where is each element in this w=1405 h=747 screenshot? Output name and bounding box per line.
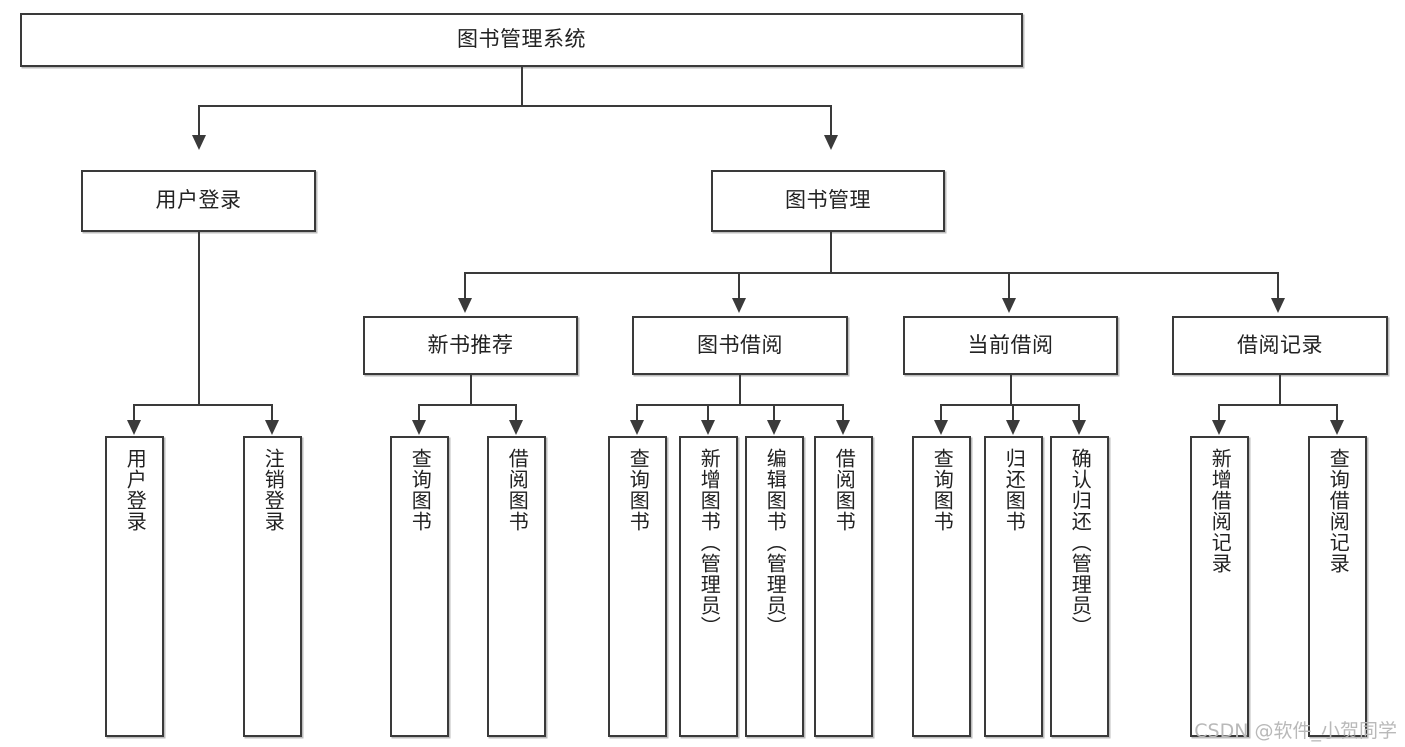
connector-bookborrow-drop-2 <box>707 404 709 422</box>
leaf-label: 查询图书 <box>408 448 433 532</box>
node-book-management-label: 图书管理 <box>785 188 871 213</box>
leaf-node-query-book-current[interactable]: 查询图书 <box>912 436 971 737</box>
node-root[interactable]: 图书管理系统 <box>20 13 1023 67</box>
connector-userlogin-bus <box>133 404 272 406</box>
node-user-login[interactable]: 用户登录 <box>81 170 316 232</box>
connector-userlogin-drop-1 <box>133 404 135 422</box>
leaf-node-query-borrow-record[interactable]: 查询借阅记录 <box>1308 436 1367 737</box>
arrow-borrowrecord-leaf-2 <box>1330 420 1344 435</box>
connector-borrowrecord-stem <box>1279 375 1281 404</box>
arrow-currentborrow-leaf-1 <box>934 420 948 435</box>
node-book-borrow-label: 图书借阅 <box>697 332 783 357</box>
arrow-to-user-login <box>192 135 206 150</box>
arrow-to-borrow-record <box>1271 298 1285 313</box>
connector-root-right-drop <box>830 105 832 135</box>
connector-userlogin-drop-2 <box>271 404 273 422</box>
leaf-node-edit-book-admin[interactable]: 编辑图书（管理员） <box>745 436 804 737</box>
connector-bookmgmt-drop-4 <box>1277 272 1279 300</box>
connector-newbook-drop-2 <box>515 404 517 422</box>
leaf-label: 借阅图书 <box>505 448 530 532</box>
node-root-label: 图书管理系统 <box>457 27 586 52</box>
arrow-currentborrow-leaf-3 <box>1072 420 1086 435</box>
arrow-bookborrow-leaf-1 <box>630 420 644 435</box>
leaf-node-borrow-book[interactable]: 借阅图书 <box>814 436 873 737</box>
arrow-to-book-mgmt <box>824 135 838 150</box>
node-book-borrow[interactable]: 图书借阅 <box>632 316 848 375</box>
leaf-node-query-book-borrow[interactable]: 查询图书 <box>608 436 667 737</box>
arrow-to-leaf-logout <box>265 420 279 435</box>
connector-borrowrecord-bus <box>1218 404 1338 406</box>
arrow-to-book-borrow <box>732 298 746 313</box>
connector-root-left-drop <box>198 105 200 135</box>
leaf-label: 用户登录 <box>123 448 148 532</box>
arrow-bookborrow-leaf-4 <box>836 420 850 435</box>
connector-bookborrow-drop-3 <box>773 404 775 422</box>
leaf-label: 借阅图书 <box>832 448 857 532</box>
leaf-node-add-book-admin[interactable]: 新增图书（管理员） <box>679 436 738 737</box>
leaf-label: 编辑图书（管理员） <box>763 448 788 637</box>
connector-currentborrow-drop-1 <box>940 404 942 422</box>
leaf-node-add-borrow-record[interactable]: 新增借阅记录 <box>1190 436 1249 737</box>
connector-bookborrow-drop-4 <box>842 404 844 422</box>
leaf-label: 新增借阅记录 <box>1208 448 1233 574</box>
arrow-borrowrecord-leaf-1 <box>1212 420 1226 435</box>
arrow-currentborrow-leaf-2 <box>1006 420 1020 435</box>
connector-newbook-bus <box>418 404 517 406</box>
connector-root-bus <box>198 105 832 107</box>
connector-newbook-drop-1 <box>418 404 420 422</box>
node-current-borrow[interactable]: 当前借阅 <box>903 316 1118 375</box>
csdn-watermark: CSDN @软件_小贺同学 <box>1194 720 1397 742</box>
connector-bookborrow-drop-1 <box>636 404 638 422</box>
connector-bookborrow-bus <box>636 404 844 406</box>
connector-borrowrecord-drop-2 <box>1336 404 1338 422</box>
node-new-book-recommend-label: 新书推荐 <box>427 332 514 357</box>
leaf-node-query-book-rec[interactable]: 查询图书 <box>390 436 449 737</box>
arrow-newbook-leaf-1 <box>412 420 426 435</box>
connector-currentborrow-drop-2 <box>1012 404 1014 422</box>
leaf-node-user-login[interactable]: 用户登录 <box>105 436 164 737</box>
connector-userlogin-stem <box>198 232 200 404</box>
connector-currentborrow-drop-3 <box>1078 404 1080 422</box>
node-borrow-record[interactable]: 借阅记录 <box>1172 316 1388 375</box>
connector-bookmgmt-bus <box>464 272 1277 274</box>
leaf-node-logout[interactable]: 注销登录 <box>243 436 302 737</box>
connector-currentborrow-bus <box>940 404 1079 406</box>
arrow-bookborrow-leaf-3 <box>767 420 781 435</box>
arrow-to-current-borrow <box>1002 298 1016 313</box>
connector-borrowrecord-drop-1 <box>1218 404 1220 422</box>
leaf-label: 查询图书 <box>930 448 955 532</box>
leaf-node-confirm-return-admin[interactable]: 确认归还（管理员） <box>1050 436 1109 737</box>
connector-bookmgmt-stem <box>830 232 832 272</box>
node-current-borrow-label: 当前借阅 <box>967 332 1054 357</box>
node-user-login-label: 用户登录 <box>155 188 242 213</box>
node-book-management[interactable]: 图书管理 <box>711 170 945 232</box>
arrow-to-leaf-user-login <box>127 420 141 435</box>
leaf-label: 新增图书（管理员） <box>697 448 722 637</box>
arrow-bookborrow-leaf-2 <box>701 420 715 435</box>
connector-bookborrow-stem <box>739 375 741 404</box>
connector-currentborrow-stem <box>1010 375 1012 404</box>
leaf-label: 确认归还（管理员） <box>1068 448 1093 637</box>
leaf-node-borrow-book-rec[interactable]: 借阅图书 <box>487 436 546 737</box>
connector-bookmgmt-drop-3 <box>1008 272 1010 300</box>
leaf-label: 归还图书 <box>1002 448 1027 532</box>
leaf-node-return-book[interactable]: 归还图书 <box>984 436 1043 737</box>
node-new-book-recommend[interactable]: 新书推荐 <box>363 316 578 375</box>
connector-root-stem <box>521 67 523 105</box>
arrow-newbook-leaf-2 <box>509 420 523 435</box>
connector-bookmgmt-drop-1 <box>464 272 466 300</box>
arrow-to-new-book-rec <box>458 298 472 313</box>
connector-newbook-stem <box>470 375 472 404</box>
leaf-label: 注销登录 <box>261 448 286 532</box>
leaf-label: 查询图书 <box>626 448 651 532</box>
leaf-label: 查询借阅记录 <box>1326 448 1351 574</box>
connector-bookmgmt-drop-2 <box>738 272 740 300</box>
node-borrow-record-label: 借阅记录 <box>1237 332 1323 357</box>
